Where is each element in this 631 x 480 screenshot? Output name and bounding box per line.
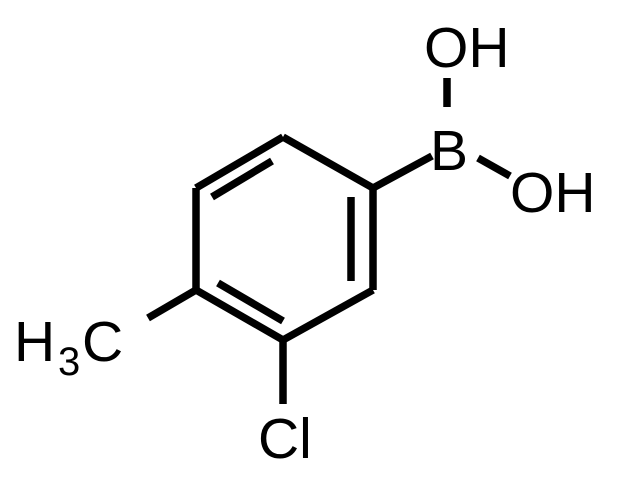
ring-bond-c5-c6 [281,286,375,344]
methyl-c-label: C [82,310,123,374]
bond-ring-methyl [146,286,198,322]
hydroxyl-right-label: OH [510,161,596,225]
ring-bond-c1-c2 [281,133,375,192]
methyl-label: H 3 C [14,310,123,384]
methyl-h-label: H [14,310,55,374]
bond-ring-boron [371,152,434,192]
ring-bond-c2-c3 [194,133,285,192]
chlorine-label: Cl [258,407,312,471]
methyl-subscript: 3 [58,340,80,384]
bond-boron-oh-right [476,154,512,180]
ring-double-bond-inner-bottom [216,279,285,325]
hydroxyl-top-label: OH [424,16,510,80]
ring-double-bond-inner-top [210,157,274,201]
boron-label: B [430,119,468,183]
ring-bond-c4-c5 [194,286,285,344]
benzene-ring [192,133,377,344]
